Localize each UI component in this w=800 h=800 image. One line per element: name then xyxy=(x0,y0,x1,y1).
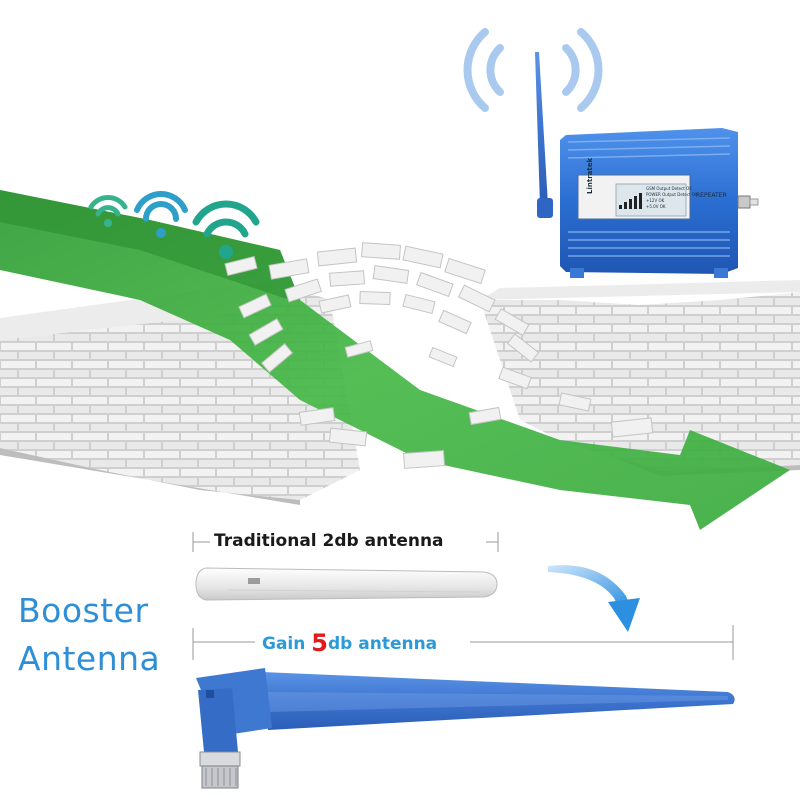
headline-booster: Booster xyxy=(18,591,149,630)
wifi-icons xyxy=(88,191,260,259)
gain-antenna xyxy=(196,668,735,789)
wifi-icon xyxy=(134,191,188,238)
gain-number: 5 xyxy=(311,629,328,657)
device-status-line: +5.0V OK xyxy=(646,204,666,209)
traditional-antenna xyxy=(195,567,498,601)
flying-bricks xyxy=(224,242,654,469)
wifi-icon xyxy=(192,200,260,259)
dimension-lines xyxy=(192,532,734,660)
device-status: GSM Output Detect OK POWER Output Detect… xyxy=(646,186,698,210)
repeater-device xyxy=(535,52,759,278)
traditional-antenna-label: Traditional 2db antenna xyxy=(214,531,444,551)
device-brand: Lintratek xyxy=(586,157,594,194)
device-panel-label: REPEATER xyxy=(696,192,727,199)
headline-antenna: Antenna xyxy=(18,639,161,678)
curved-arrow-icon xyxy=(548,565,640,632)
device-status-line: POWER Output Detect OK xyxy=(646,192,698,197)
signal-waves-icon xyxy=(463,28,603,112)
device-status-line: +12V OK xyxy=(646,198,665,203)
gain-prefix: Gain xyxy=(262,634,312,654)
wifi-icon xyxy=(88,195,128,227)
device-status-line: GSM Output Detect OK xyxy=(646,186,692,191)
green-arrow xyxy=(0,190,790,530)
gain-antenna-label: Gain 5db antenna xyxy=(262,629,437,657)
gain-suffix: db antenna xyxy=(327,634,438,654)
